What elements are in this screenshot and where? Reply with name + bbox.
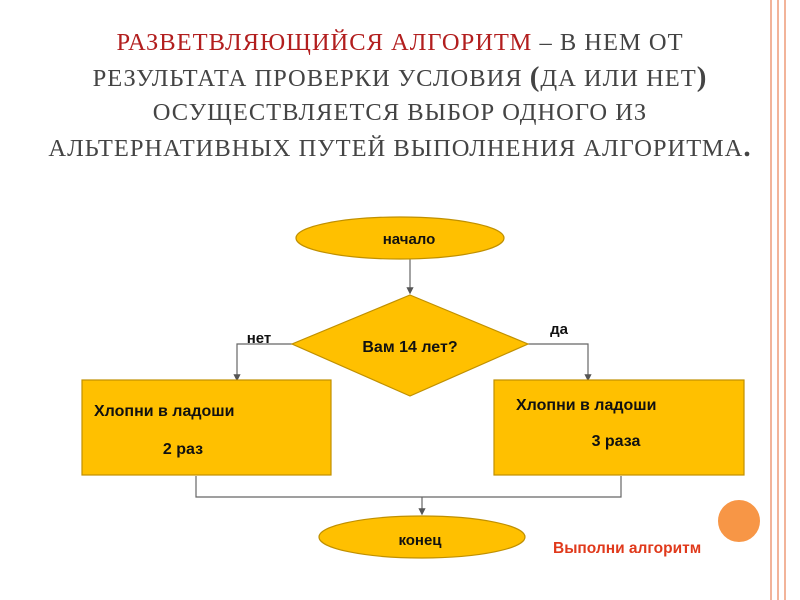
side-rule-middle bbox=[777, 0, 779, 600]
connector-merge bbox=[195, 476, 622, 498]
cta-text: Выполни алгоритм bbox=[553, 540, 702, 557]
yes-label: да bbox=[550, 321, 569, 338]
right-box-line1: Хлопни в ладоши bbox=[516, 397, 656, 414]
connectors bbox=[195, 256, 622, 516]
title-close-paren: ) bbox=[696, 61, 708, 93]
title-part2: да или нет bbox=[540, 65, 697, 92]
connector-no-branch bbox=[233, 343, 292, 382]
title-part1: в нем от результата проверки условия bbox=[92, 29, 684, 92]
right-box-line2: 3 раза bbox=[592, 433, 641, 450]
orange-dot-decoration bbox=[716, 498, 762, 544]
connector-yes-branch bbox=[528, 343, 592, 382]
slide-title: разветвляющийся алгоритм – в нем от резу… bbox=[40, 26, 760, 166]
process-box-right bbox=[493, 379, 745, 476]
title-open-paren: ( bbox=[529, 61, 541, 93]
side-rule-outer bbox=[784, 0, 786, 600]
process-box-left bbox=[81, 379, 332, 476]
title-dash: – bbox=[532, 29, 560, 56]
title-period: . bbox=[743, 131, 752, 163]
title-accent: разветвляющийся алгоритм bbox=[116, 29, 533, 56]
left-box-line1: Хлопни в ладоши bbox=[94, 403, 234, 420]
no-label: нет bbox=[247, 330, 272, 347]
start-terminator bbox=[295, 216, 505, 260]
end-label: конец bbox=[398, 532, 442, 549]
title-part3: осуществляется выбор одного из альтернат… bbox=[48, 99, 744, 162]
condition-label: Вам 14 лет? bbox=[362, 339, 457, 356]
end-terminator bbox=[318, 515, 526, 559]
side-rule-inner bbox=[770, 0, 772, 600]
condition-diamond bbox=[290, 294, 530, 397]
left-box-line2: 2 раз bbox=[163, 441, 203, 458]
start-label: начало bbox=[383, 231, 436, 248]
